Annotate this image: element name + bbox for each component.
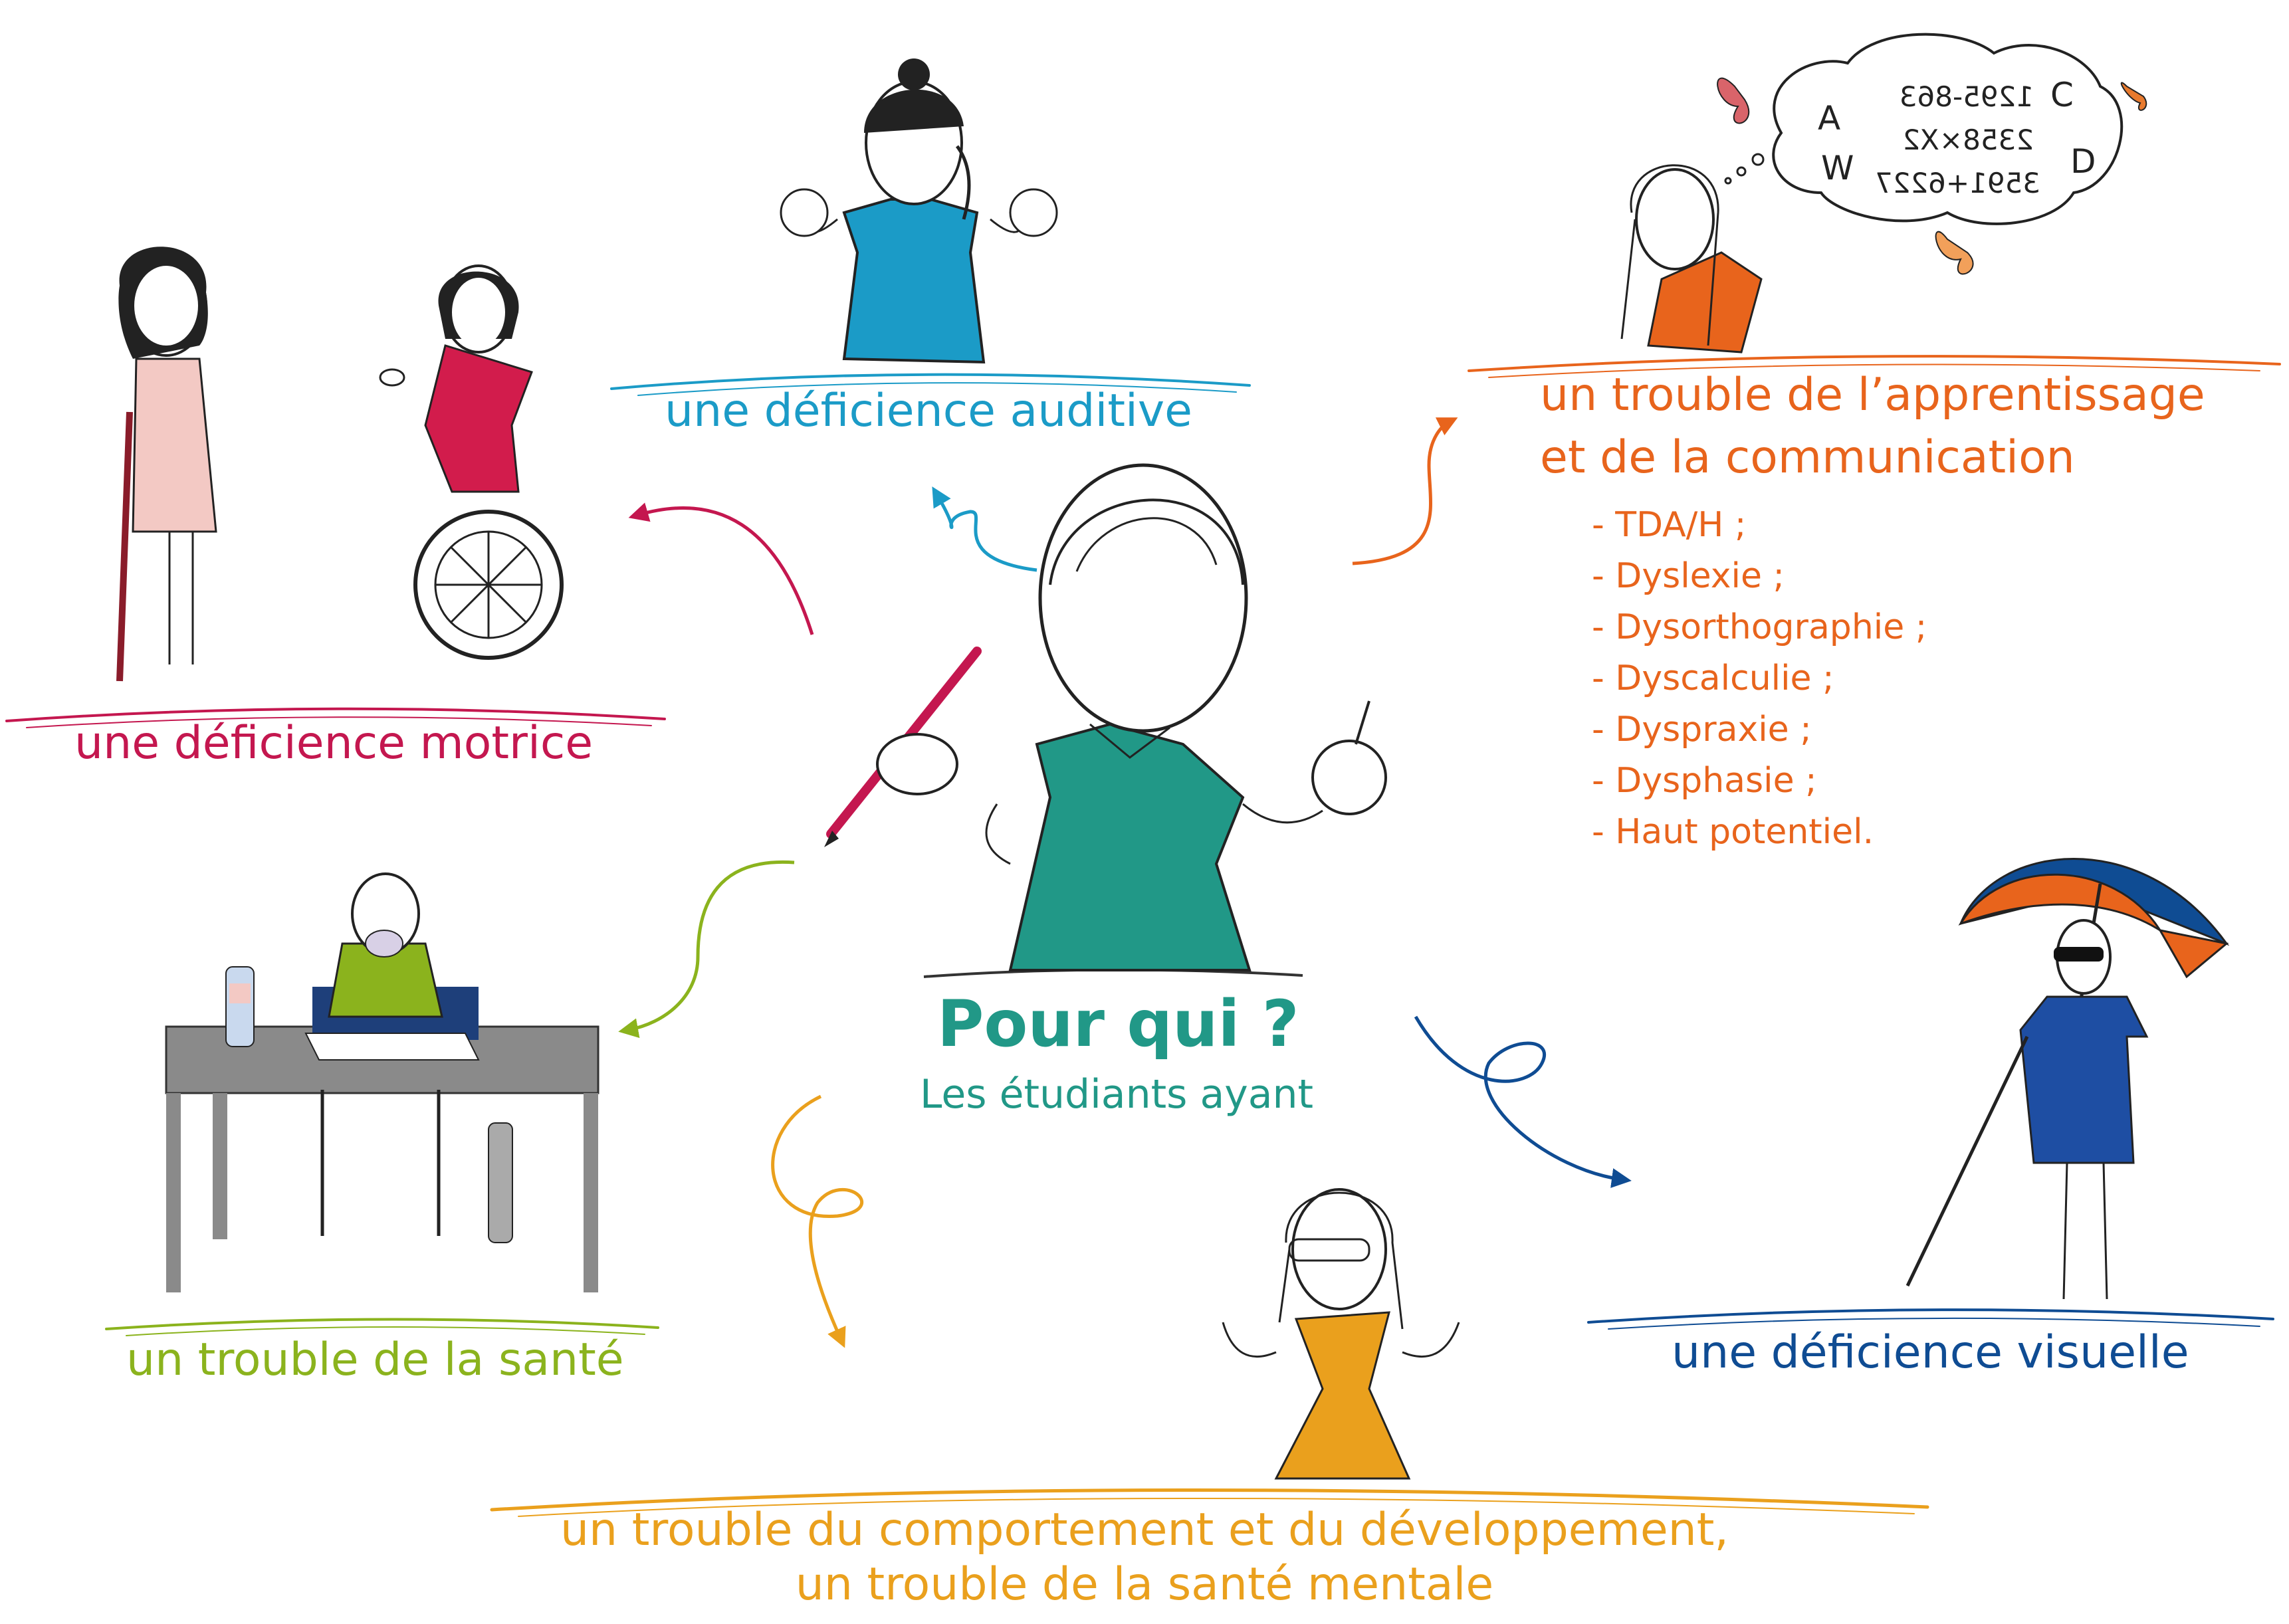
central-student-figure bbox=[824, 463, 1387, 971]
bubble-line-2: 2358×X2 bbox=[1902, 124, 2034, 156]
bubble-letter-c: C bbox=[2050, 76, 2074, 114]
label-deficience-auditive: une déficience auditive bbox=[665, 385, 1192, 437]
umbrella-person-figure bbox=[1906, 858, 2230, 1300]
wheelchair-woman-figure bbox=[379, 264, 564, 660]
brush-underline-auditive bbox=[610, 373, 1251, 396]
list-item: - Dysphasie ; bbox=[1592, 761, 1817, 801]
brush-underline-motrice bbox=[5, 707, 666, 728]
crutch-woman-figure bbox=[116, 247, 217, 682]
arrow-to-motrice bbox=[628, 502, 814, 635]
arrow-to-auditive bbox=[932, 486, 1037, 572]
arrow-to-apprentissage bbox=[1352, 417, 1458, 565]
bubble-letter-d: D bbox=[2070, 142, 2096, 181]
center-title: Pour qui ? bbox=[937, 987, 1299, 1061]
bubble-letter-w: W bbox=[1821, 149, 1854, 187]
bubble-line-3: 3591+6227 bbox=[1875, 167, 2040, 199]
label-trouble-comportement: un trouble du comportement et du dévelop… bbox=[0, 1503, 2289, 1612]
thought-bubble: A W C D 1295-863 2358×X2 3591+6227 bbox=[1724, 33, 2124, 225]
bubble-line-1: 1295-863 bbox=[1900, 80, 2034, 113]
list-item: - Dyspraxie ; bbox=[1592, 710, 1812, 750]
desk-scene-figure bbox=[165, 872, 600, 1292]
shrugging-girl-figure bbox=[1222, 1188, 1460, 1480]
list-item: - Dyslexie ; bbox=[1592, 556, 1785, 596]
apprentissage-line-2: et de la communication bbox=[1540, 431, 2075, 484]
brush-underline-apprentissage bbox=[1468, 355, 2281, 378]
auditive-woman-figure bbox=[780, 58, 1058, 364]
list-item: - Haut potentiel. bbox=[1592, 812, 1874, 852]
list-item: - TDA/H ; bbox=[1592, 505, 1747, 545]
label-trouble-sante: un trouble de la santé bbox=[126, 1334, 624, 1386]
comportement-line-2: un trouble de la santé mentale bbox=[795, 1558, 1494, 1611]
brush-underline-comportement bbox=[490, 1488, 1929, 1517]
learning-girl-figure bbox=[1620, 164, 1763, 354]
apprentissage-line-1: un trouble de l’apprentissage bbox=[1540, 369, 2205, 421]
arrow-to-visuelle bbox=[1414, 1015, 1632, 1188]
label-deficience-visuelle: une déficience visuelle bbox=[1672, 1326, 2189, 1379]
center-subtitle: Les étudiants ayant bbox=[919, 1071, 1314, 1118]
list-item: - Dyscalculie ; bbox=[1592, 659, 1834, 698]
bubble-letter-a: A bbox=[1818, 99, 1840, 138]
arrow-to-comportement bbox=[771, 1094, 864, 1348]
arrow-to-sante bbox=[618, 860, 795, 1039]
list-item: - Dysorthographie ; bbox=[1592, 607, 1927, 647]
label-trouble-apprentissage: un trouble de l’apprentissage et de la c… bbox=[1540, 364, 2205, 489]
brush-underline-visuelle bbox=[1587, 1308, 2274, 1330]
comportement-line-1: un trouble du comportement et du dévelop… bbox=[560, 1504, 1729, 1556]
butterfly-icon bbox=[1717, 77, 2147, 275]
brush-underline-sante bbox=[105, 1318, 659, 1336]
label-deficience-motrice: une déficience motrice bbox=[74, 717, 594, 769]
apprentissage-list: - TDA/H ; - Dyslexie ; - Dysorthographie… bbox=[1592, 500, 1927, 858]
